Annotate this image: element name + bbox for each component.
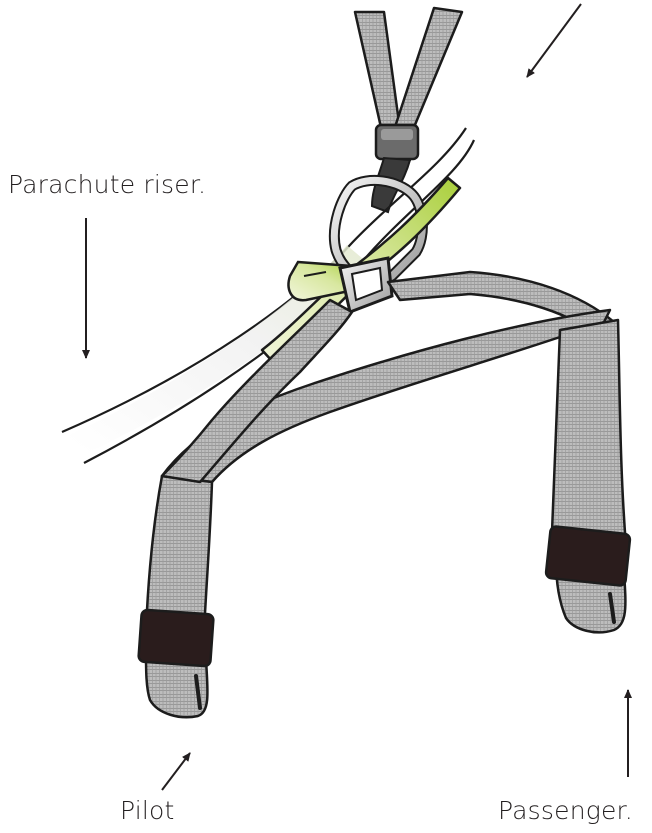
arrow-icon <box>527 4 581 77</box>
pilot-strap-end <box>138 610 213 718</box>
passenger-strap-end <box>546 526 631 632</box>
strap-keeper <box>376 125 418 159</box>
pilot-label: Pilot <box>120 796 175 825</box>
parachute-riser-label: Parachute riser. <box>8 170 206 199</box>
passenger-label: Passenger. <box>498 796 633 825</box>
arrow-icon <box>162 753 190 790</box>
